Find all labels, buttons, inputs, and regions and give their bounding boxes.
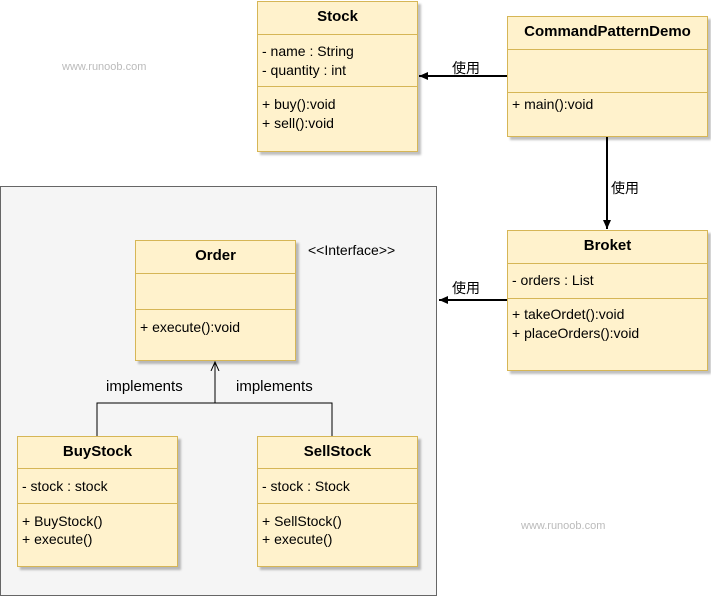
class-order-name: Order (195, 247, 236, 264)
class-buy-stock-attr-stock: - stock : stock (22, 478, 108, 494)
class-broket[interactable]: Broket - orders : List + takeOrdet():voi… (507, 230, 708, 371)
class-sell-stock-divider-1 (258, 468, 417, 469)
class-stock-method-sell: + sell():void (262, 115, 334, 131)
class-buy-stock-method-execute: + execute() (22, 531, 93, 547)
edge-buystock-implements-order (96, 362, 215, 436)
class-command-pattern-demo-method-main: + main():void (512, 96, 594, 112)
class-broket-divider-2 (508, 298, 707, 299)
label-demo-to-broket: 使用 (611, 180, 639, 196)
class-order-divider-2 (136, 309, 295, 310)
class-buy-stock-divider-2 (18, 503, 177, 504)
class-broket-name: Broket (583, 237, 632, 254)
class-command-pattern-demo-name: CommandPatternDemo (524, 23, 691, 40)
class-stock-attr-quantity: - quantity : int (262, 62, 347, 78)
class-sell-stock-name: SellStock (303, 443, 372, 460)
class-buy-stock[interactable]: BuyStock - stock : stock + BuyStock() + … (17, 436, 178, 567)
class-buy-stock-divider-1 (18, 468, 177, 469)
class-sell-stock-attr-stock: - stock : Stock (262, 478, 350, 494)
class-order[interactable]: Order + execute():void (135, 240, 296, 361)
label-broket-to-group: 使用 (452, 280, 480, 296)
watermark-top: www.runoob.com (62, 61, 147, 73)
class-broket-attr-orders: - orders : List (512, 272, 594, 288)
watermark-bottom: www.runoob.com (521, 520, 606, 532)
class-sell-stock-divider-2 (258, 503, 417, 504)
class-command-pattern-demo-divider-1 (508, 49, 707, 50)
label-demo-to-stock: 使用 (452, 60, 480, 76)
class-command-pattern-demo[interactable]: CommandPatternDemo + main():void (507, 16, 708, 137)
class-stock-divider-1 (258, 34, 417, 35)
class-broket-divider-1 (508, 263, 707, 264)
class-stock-divider-2 (258, 86, 417, 87)
class-sell-stock[interactable]: SellStock - stock : Stock + SellStock() … (257, 436, 418, 567)
class-broket-method-place-orders: + placeOrders():void (512, 325, 640, 341)
class-command-pattern-demo-divider-2 (508, 92, 707, 93)
class-broket-method-take-ordet: + takeOrdet():void (512, 306, 625, 322)
class-order-divider-1 (136, 273, 295, 274)
class-sell-stock-method-execute: + execute() (262, 531, 333, 547)
interface-stereotype: <<Interface>> (308, 242, 396, 258)
class-order-method-execute: + execute():void (140, 319, 240, 335)
class-sell-stock-method-ctor: + SellStock() (262, 513, 342, 529)
label-implements-right: implements (236, 378, 313, 395)
class-buy-stock-method-ctor: + BuyStock() (22, 513, 103, 529)
class-stock-method-buy: + buy():void (262, 96, 336, 112)
class-stock-name: Stock (317, 8, 358, 25)
edge-sellstock-implements-order (215, 402, 333, 436)
class-stock[interactable]: Stock - name : String - quantity : int +… (257, 1, 418, 152)
class-buy-stock-name: BuyStock (62, 443, 133, 460)
label-implements-left: implements (106, 378, 183, 395)
class-stock-attr-name: - name : String (262, 43, 354, 59)
